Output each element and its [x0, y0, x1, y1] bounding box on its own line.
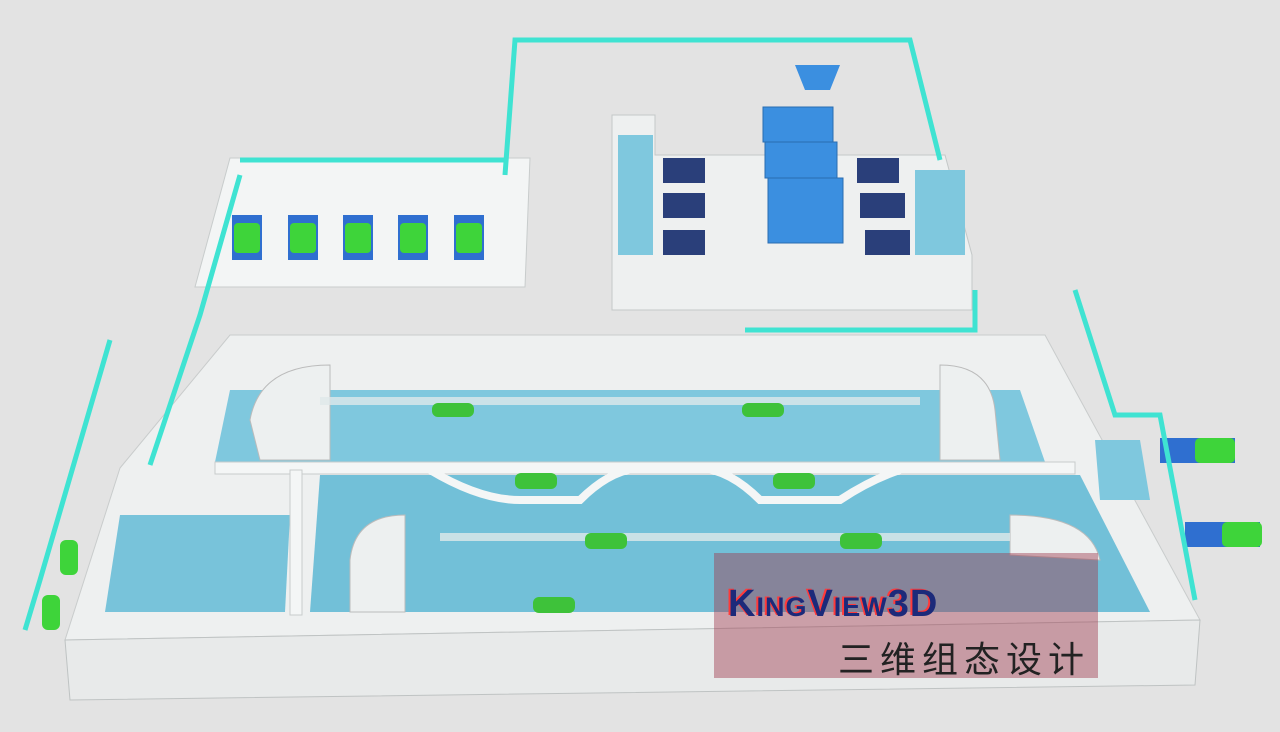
membrane-panels: [663, 158, 910, 255]
left-pumps: [60, 540, 78, 575]
aeration-tank-water-lower: [310, 475, 1150, 612]
curved-baffle: [249, 364, 331, 461]
filter-water-channel: [618, 135, 653, 255]
pump-row: [232, 215, 484, 260]
outlet-pumps: [1195, 438, 1235, 463]
wave-wall: [427, 464, 902, 504]
left-pumps: [42, 595, 60, 630]
outlet-pumps: [1222, 522, 1262, 547]
filter-water-channel: [915, 170, 965, 255]
right-tank-water: [1095, 440, 1150, 500]
curved-baffle: [939, 364, 1001, 461]
submersible-mixers: [432, 403, 882, 613]
sludge-cart: [795, 65, 840, 90]
aeration-tank-water-upper: [215, 390, 1045, 462]
walkway: [440, 533, 1010, 541]
pipework: [22, 37, 1198, 631]
watermark-logo: KingView3D: [728, 583, 939, 625]
curved-baffle: [1009, 514, 1101, 561]
kingview-watermark: KingView3D 三维组态设计: [714, 553, 1098, 681]
main-basin-front-wall: [64, 619, 1201, 701]
left-tank-water: [105, 515, 290, 612]
divider-wall: [289, 469, 303, 616]
watermark-subtitle: 三维组态设计: [837, 640, 1090, 681]
walkway: [320, 397, 920, 405]
filter-blocks: [762, 106, 844, 244]
curved-baffle: [349, 514, 406, 613]
